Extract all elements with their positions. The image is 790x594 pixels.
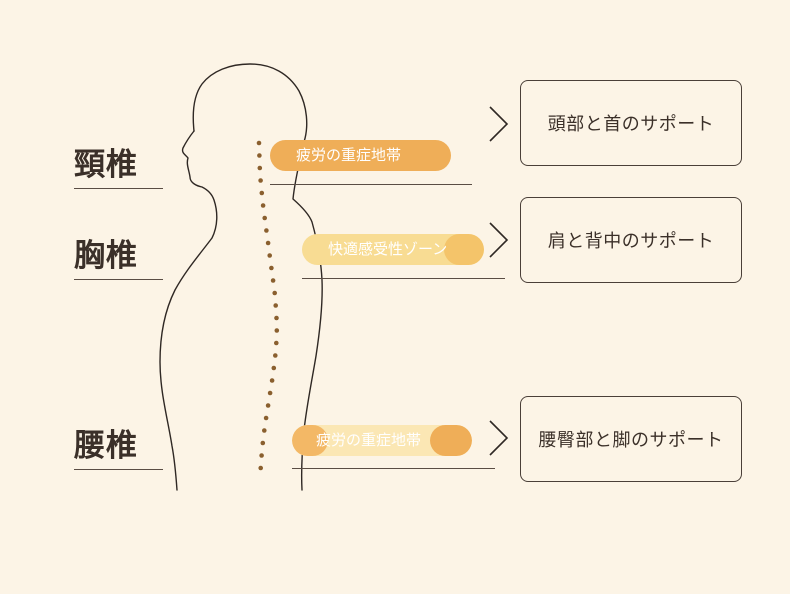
support-head-neck-label: 頭部と首のサポート (547, 114, 715, 135)
pill-thoracic-accent (444, 234, 484, 265)
spine-dot (257, 153, 262, 158)
pill-cervical-text: 疲労の重症地帯 (296, 146, 402, 164)
support-waist-leg-label: 腰臀部と脚のサポート (538, 430, 724, 451)
spine-dot (256, 140, 262, 146)
region-label-thoracic: 胸椎 (74, 236, 163, 280)
spine-dot (274, 328, 280, 333)
spine-dot (270, 278, 276, 283)
spine-dot (274, 340, 279, 346)
chevron-right-icon (489, 106, 509, 142)
spine-dot (269, 265, 274, 271)
body-outline-front (192, 63, 323, 491)
spine-dot (271, 365, 277, 371)
spine-dot (263, 415, 269, 421)
spine-dot (262, 215, 268, 221)
spine-dot (260, 203, 266, 208)
spine-dot (269, 378, 275, 383)
region-label-lumbar: 腰椎 (74, 426, 163, 470)
spine-dot (274, 315, 279, 321)
pill-thoracic: 快適感受性ゾーン (302, 234, 484, 265)
spine-dot (258, 465, 264, 471)
pill-cervical: 疲労の重症地帯 (270, 140, 451, 171)
spine-dot (257, 165, 263, 171)
spine-dot (273, 303, 279, 308)
spine-dot (265, 403, 271, 408)
support-shoulder-back-label: 肩と背中のサポート (547, 231, 715, 252)
pill-lumbar-accent-right (430, 425, 472, 456)
body-outline-back (159, 130, 218, 491)
pill-lumbar-text: 疲労の重症地帯 (316, 431, 422, 449)
underline-lumbar (292, 468, 495, 469)
spine-dot (259, 453, 264, 458)
spine-dot (265, 240, 271, 246)
spine-dot (262, 428, 267, 433)
spine-dots (256, 140, 280, 471)
support-box-head-neck: 頭部と首のサポート (520, 80, 742, 166)
underline-cervical (270, 184, 472, 185)
spine-dot (267, 253, 273, 258)
chevron-right-icon (489, 222, 509, 258)
region-label-cervical: 頸椎 (74, 145, 163, 189)
spine-dot (259, 190, 265, 196)
spine-dot (272, 290, 278, 296)
spine-dot (258, 178, 263, 183)
pill-thoracic-text: 快適感受性ゾーン (328, 240, 448, 258)
support-box-waist-leg: 腰臀部と脚のサポート (520, 396, 742, 482)
support-box-shoulder-back: 肩と背中のサポート (520, 197, 742, 283)
spine-dot (267, 390, 273, 396)
spine-dot (273, 353, 278, 358)
underline-thoracic (302, 278, 505, 279)
chevron-right-icon (489, 420, 509, 456)
spine-dot (264, 228, 269, 233)
pill-lumbar-accent-left (292, 425, 328, 456)
spine-dot (260, 440, 266, 446)
pill-lumbar: 疲労の重症地帯 (292, 425, 472, 456)
